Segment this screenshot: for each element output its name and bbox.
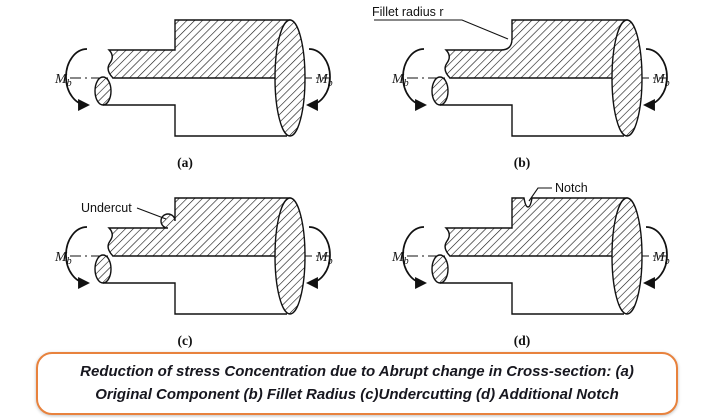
panel-d-notch: Notch Mb Mb (d) (362, 180, 682, 352)
large-shaft-end-face (274, 19, 306, 137)
undercut-leader-line (136, 207, 167, 220)
moment-arrow-left (65, 48, 90, 111)
moment-label-left: Mb (391, 72, 409, 89)
panel-tag: (a) (177, 155, 193, 170)
moment-label-right: Mb (315, 72, 333, 89)
shaft-bottom-outline (440, 282, 624, 315)
notch-annotation: Notch (555, 181, 588, 195)
large-shaft-end-face (274, 197, 306, 315)
hatched-section (107, 19, 291, 79)
shaft-drawing-a: Mb Mb (a) (54, 19, 333, 170)
moment-arrow-right (306, 48, 331, 111)
shaft-bottom-outline (440, 104, 624, 137)
hatched-section (444, 197, 628, 257)
shaft-drawing-b: Fillet radius r Mb Mb (b) (372, 5, 670, 170)
small-shaft-end-face (431, 254, 449, 284)
moment-arrow-left (65, 226, 90, 289)
moment-label-right: Mb (652, 250, 670, 267)
moment-label-right: Mb (315, 250, 333, 267)
small-shaft-end-face (94, 76, 112, 106)
shaft-bottom-outline (103, 282, 287, 315)
moment-label-left: Mb (54, 250, 72, 267)
panel-tag: (c) (178, 333, 193, 348)
undercut-annotation: Undercut (81, 201, 132, 215)
panel-b-fillet-radius: Fillet radius r Mb Mb (b) (362, 2, 682, 174)
small-shaft-end-face (431, 76, 449, 106)
moment-arrow-left (402, 48, 427, 111)
notch-leader-line (528, 187, 552, 202)
panel-c-undercut: Undercut Mb Mb (c) (25, 180, 345, 352)
large-shaft-end-face (611, 19, 643, 137)
shaft-bottom-outline (103, 104, 287, 137)
moment-arrow-left (402, 226, 427, 289)
fillet-annotation: Fillet radius r (372, 5, 444, 19)
panel-tag: (d) (514, 333, 531, 348)
caption-box: Reduction of stress Concentration due to… (36, 352, 678, 415)
shaft-drawing-d: Notch Mb Mb (d) (391, 181, 670, 348)
panel-a-original-component: Mb Mb (a) (25, 2, 345, 174)
moment-arrow-right (306, 226, 331, 289)
moment-label-right: Mb (652, 72, 670, 89)
panel-tag: (b) (514, 155, 531, 170)
shaft-drawing-c: Undercut Mb Mb (c) (54, 197, 333, 348)
large-shaft-end-face (611, 197, 643, 315)
moment-arrow-right (643, 226, 668, 289)
caption-text: Reduction of stress Concentration due to… (80, 363, 634, 403)
hatched-section (107, 197, 291, 257)
fillet-leader-line (374, 19, 509, 40)
small-shaft-end-face (94, 254, 112, 284)
moment-label-left: Mb (391, 250, 409, 267)
moment-arrow-right (643, 48, 668, 111)
hatched-section (444, 19, 628, 79)
moment-label-left: Mb (54, 72, 72, 89)
